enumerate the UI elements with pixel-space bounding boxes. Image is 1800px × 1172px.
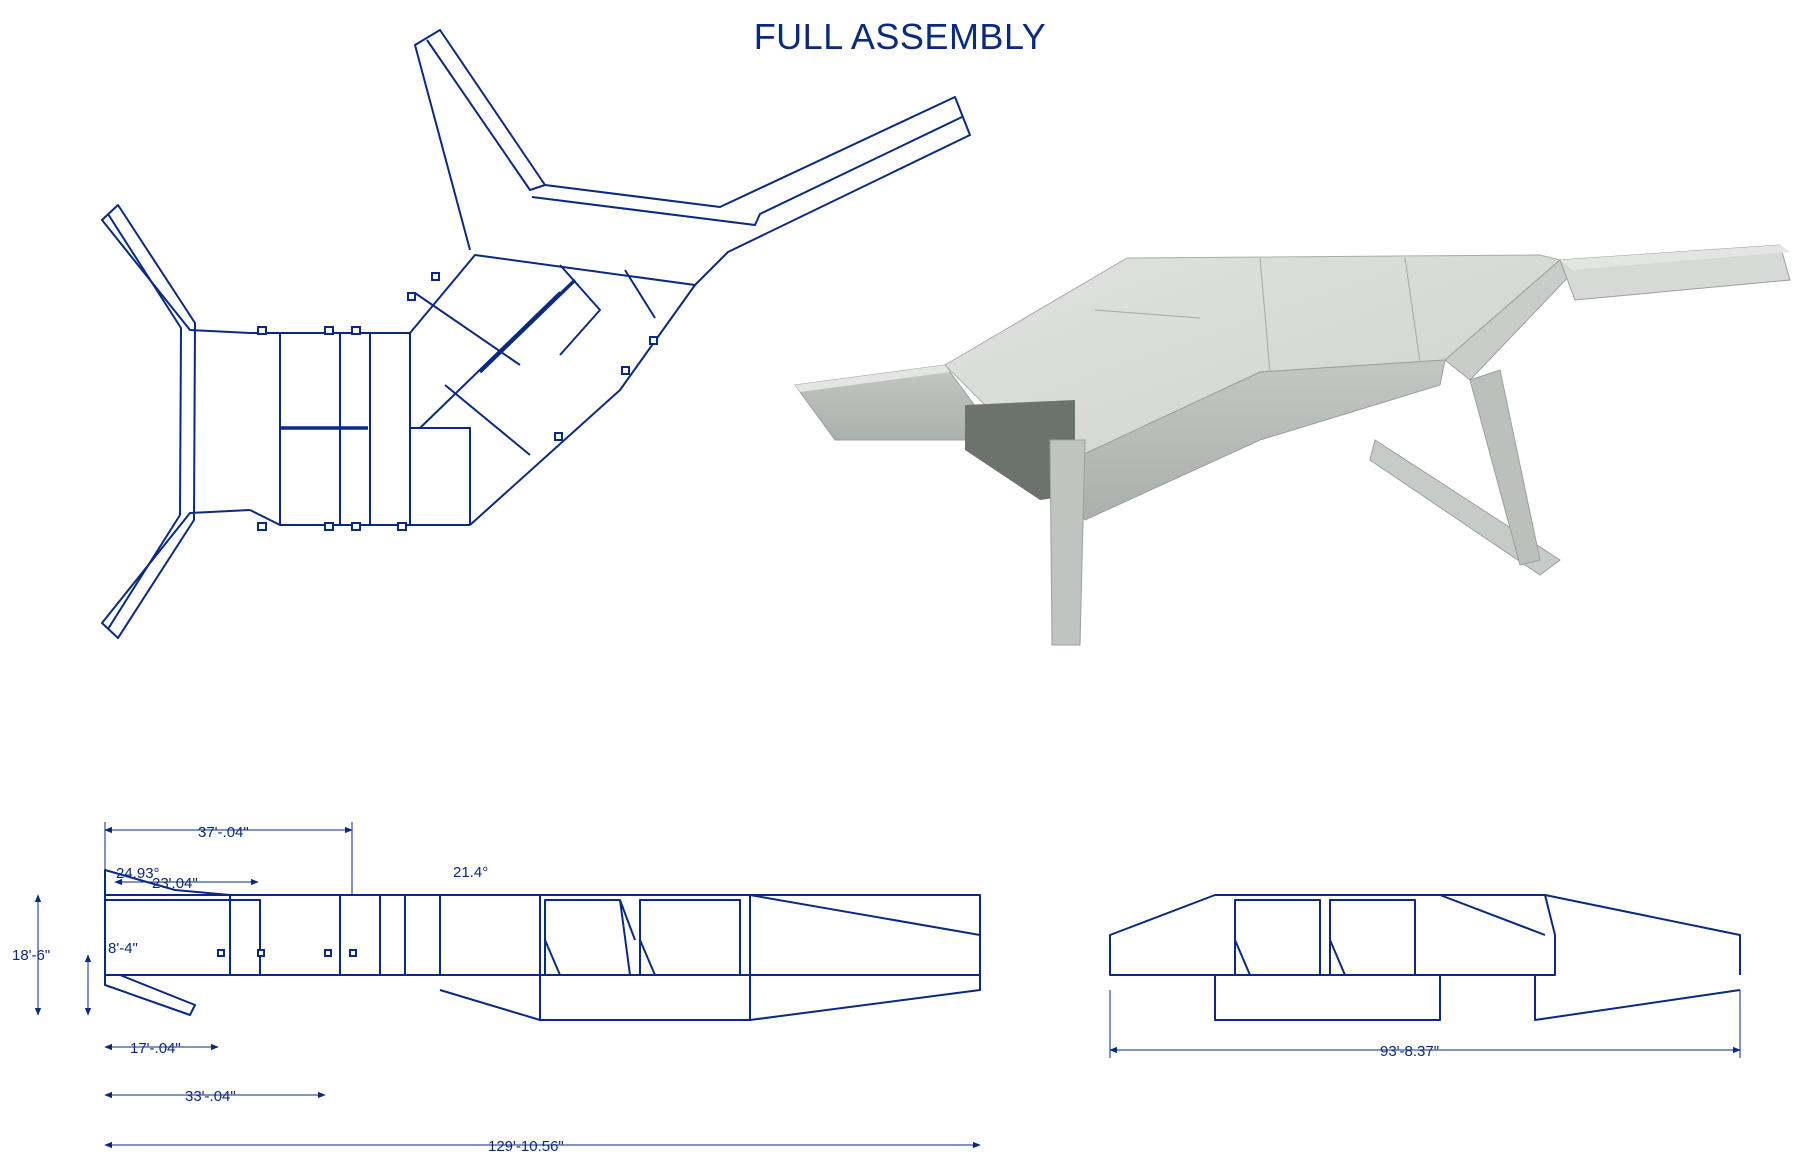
dim-8ft: 8'-4" xyxy=(108,940,138,957)
drawing-title: FULL ASSEMBLY xyxy=(753,16,1047,57)
dim-angle-left: 24.93° xyxy=(116,865,160,882)
dim-23ft: 23'.04" xyxy=(152,875,198,892)
dim-37ft: 37'-.04" xyxy=(198,824,249,841)
dim-129ft: 129'-10.56" xyxy=(488,1138,564,1155)
side-elevation: 37'-.04" 24.93° 23'.04" 21.4° 18'-6" 8'-… xyxy=(12,822,981,1155)
dim-18ft: 18'-6" xyxy=(12,947,50,964)
end-elevation: 93'-8.37" xyxy=(1109,894,1741,1060)
dim-93ft: 93'-8.37" xyxy=(1380,1043,1439,1060)
concrete-render xyxy=(794,244,1791,646)
dim-33ft: 33'-.04" xyxy=(185,1088,236,1105)
dim-17ft: 17'-.04" xyxy=(130,1040,181,1057)
dim-angle-right: 21.4° xyxy=(453,864,488,881)
plan-view xyxy=(101,29,971,639)
